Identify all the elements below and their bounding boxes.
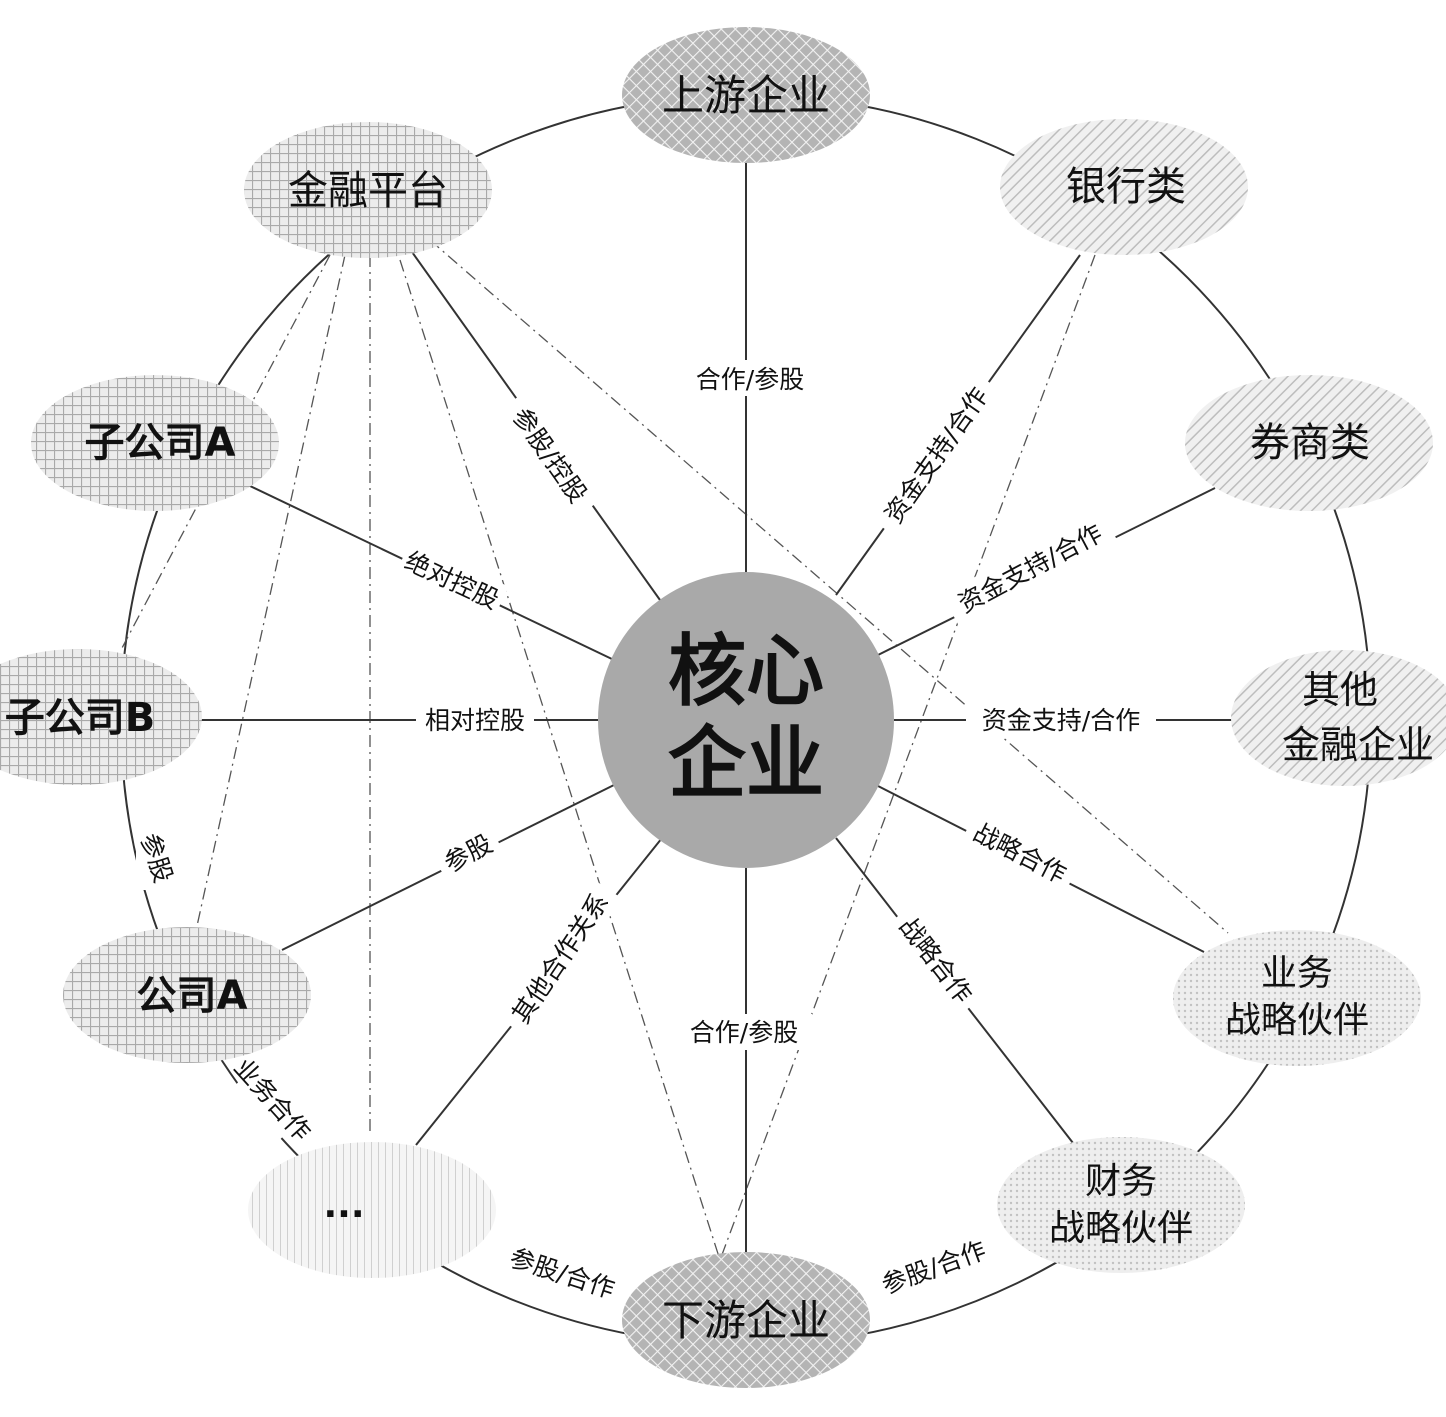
edge-label-banks: 资金支持/合作 — [869, 370, 1003, 540]
node-banks-label: 银行类 — [1066, 164, 1186, 210]
node-ellipsis[interactable]: ··· — [248, 1142, 496, 1278]
node-company-a[interactable]: 公司A — [63, 927, 311, 1063]
edge-label-upstream: 合作/参股 — [682, 360, 818, 396]
node-brokers-label: 券商类 — [1250, 420, 1370, 466]
node-subsidiary-a-label: 子公司A — [85, 420, 236, 466]
node-other-financial-label-1: 其他 — [1302, 668, 1378, 712]
edge-label-downstream-text: 合作/参股 — [690, 1018, 798, 1047]
node-finance-platform[interactable]: 金融平台 — [244, 122, 492, 258]
core-enterprise-node[interactable] — [598, 572, 894, 868]
edge-label-other-financial-text: 资金支持/合作 — [982, 706, 1140, 735]
node-subsidiary-b-label: 子公司B — [5, 695, 156, 741]
node-business-partner[interactable]: 业务 战略伙伴 — [1173, 930, 1421, 1066]
edge-label-other-cooperation: 其他合作关系 — [498, 878, 622, 1038]
edge-label-upstream-text: 合作/参股 — [696, 365, 804, 394]
edge-label-other-financial: 资金支持/合作 — [966, 702, 1156, 738]
node-finance-platform-label: 金融平台 — [288, 168, 448, 214]
edge-label-other-cooperation-text: 其他合作关系 — [506, 888, 614, 1029]
node-subsidiary-b[interactable]: 子公司B — [0, 649, 202, 785]
edge-label-financial-partner: 战略合作 — [886, 903, 986, 1017]
node-upstream-label: 上游企业 — [662, 71, 830, 120]
node-other-financial[interactable]: 其他 金融企业 — [1231, 650, 1446, 786]
edge-label-finance-platform: 参股/控股 — [497, 390, 603, 520]
edge-label-downstream: 合作/参股 — [676, 1014, 812, 1050]
edge-label-subsidiary-a: 绝对控股 — [395, 540, 509, 620]
node-upstream[interactable]: 上游企业 — [622, 27, 870, 163]
node-downstream[interactable]: 下游企业 — [622, 1252, 870, 1388]
edge-label-financial-partner-text: 战略合作 — [893, 912, 977, 1009]
node-financial-partner[interactable]: 财务 战略伙伴 — [997, 1137, 1245, 1273]
node-downstream-label: 下游企业 — [662, 1296, 830, 1345]
node-company-a-label: 公司A — [137, 973, 248, 1019]
node-financial-partner-label-2: 战略伙伴 — [1049, 1208, 1193, 1249]
node-financial-partner-label-1: 财务 — [1085, 1161, 1157, 1202]
node-brokers[interactable]: 券商类 — [1185, 375, 1433, 511]
node-business-partner-label-2: 战略伙伴 — [1225, 1000, 1369, 1041]
auxiliary-lines — [121, 239, 1229, 1261]
edge-label-banks-text: 资金支持/合作 — [879, 382, 994, 528]
core-label-line1: 核心 — [668, 627, 824, 717]
edge-label-company-a: 参股 — [431, 822, 505, 884]
node-business-partner-label-1: 业务 — [1261, 953, 1333, 994]
edge-label-subsidiary-b: 相对控股 — [416, 702, 534, 738]
node-ellipsis-label: ··· — [323, 1194, 364, 1235]
node-other-financial-label-2: 金融企业 — [1282, 723, 1434, 767]
ring-label-masks — [136, 822, 1005, 1315]
edge-label-brokers: 资金支持/合作 — [942, 509, 1118, 627]
edge-label-subsidiary-b-text: 相对控股 — [425, 706, 525, 735]
core-label-line2: 企业 — [668, 719, 824, 809]
node-banks[interactable]: 银行类 — [1000, 119, 1248, 255]
edge-label-business-partner: 战略合作 — [960, 810, 1080, 896]
edge-label-finance-platform-text: 参股/控股 — [507, 403, 593, 508]
ring-label-downstream-fin-partner: 参股/合作 — [878, 1235, 990, 1299]
edge-label-brokers-text: 资金支持/合作 — [953, 518, 1107, 618]
node-subsidiary-a[interactable]: 子公司A — [31, 375, 279, 511]
